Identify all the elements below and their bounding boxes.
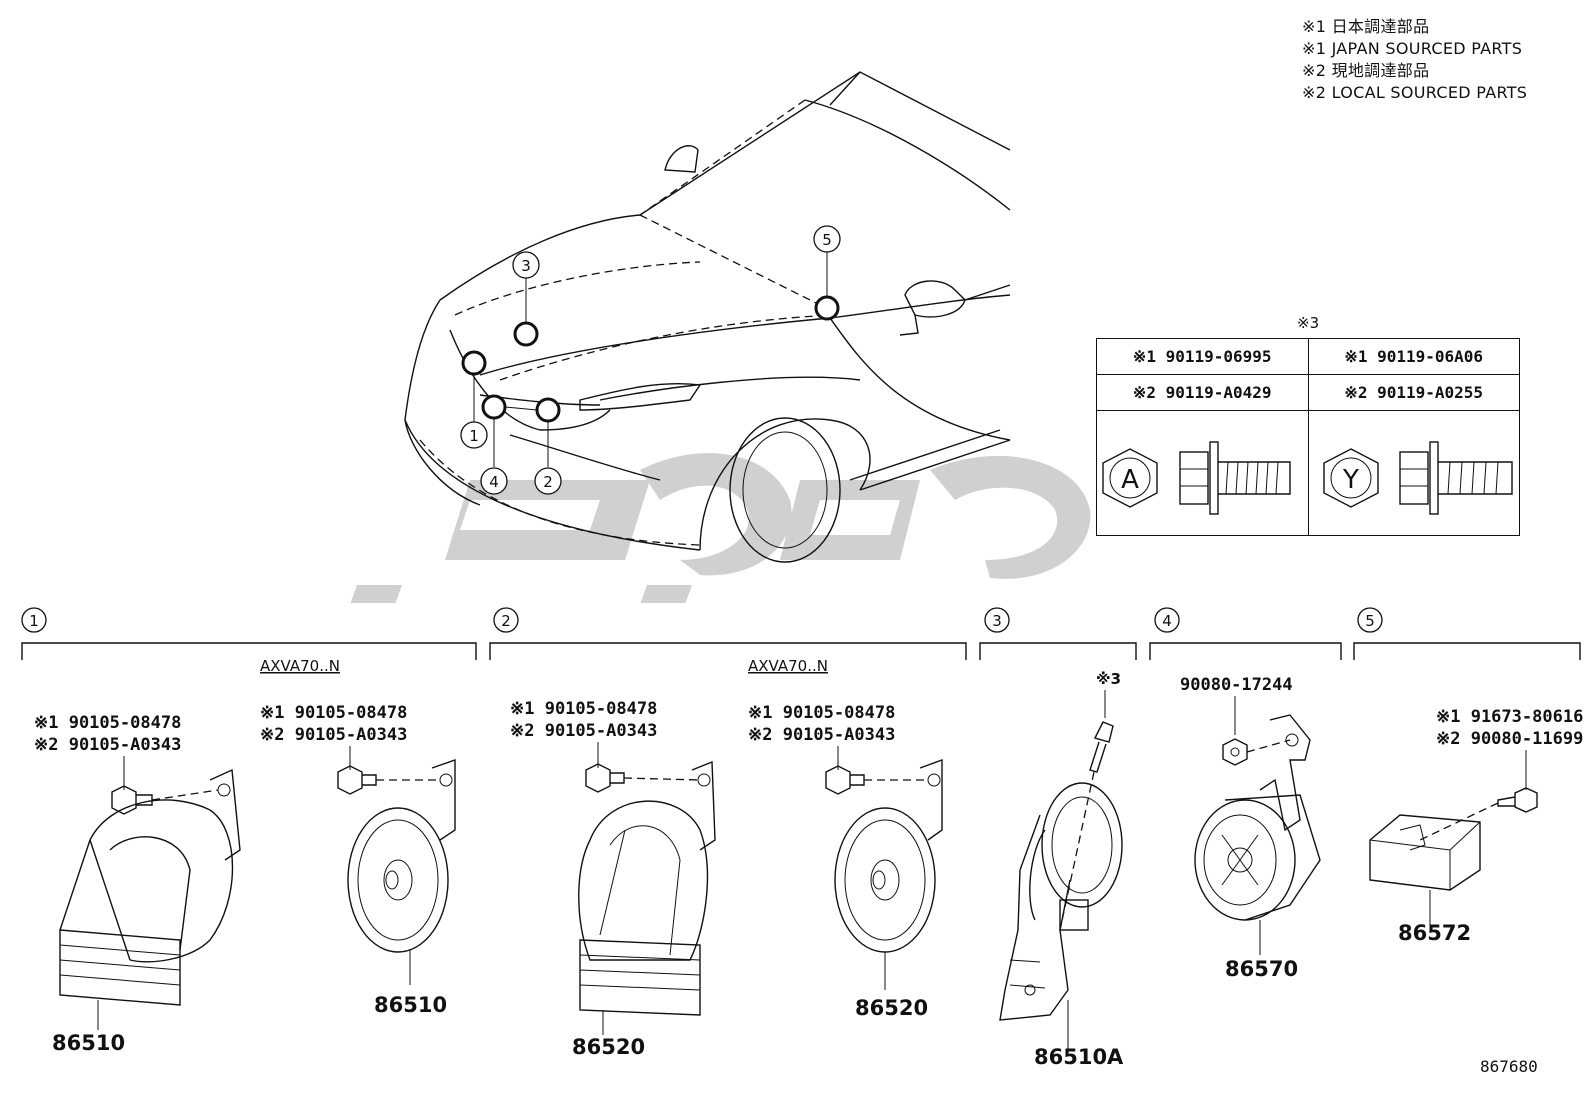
- s5-part-number: 86572: [1398, 921, 1471, 945]
- s1a-bolt-2: ※2 90105-A0343: [34, 735, 181, 755]
- ref-col2-image: [1307, 410, 1520, 536]
- s2a-part-number: 86520: [572, 1035, 645, 1059]
- callout-4: 4: [489, 473, 499, 491]
- hex-bolt-icon: [1514, 787, 1538, 813]
- watermark-logo: [350, 453, 1091, 603]
- fastener-ref-table: ※1 90119-06995 ※1 90119-06A06 ※2 90119-A…: [1096, 338, 1520, 536]
- ref-col1-row2: ※2 90119-A0429: [1096, 374, 1309, 411]
- s2b-part-number: 86520: [855, 996, 928, 1020]
- section-1-variant: AXVA70..N: [260, 657, 340, 675]
- hex-bolt-icon: [825, 765, 851, 795]
- s2b-bolt-1: ※1 90105-08478: [748, 703, 895, 723]
- s2a-bolt-2: ※2 90105-A0343: [510, 721, 657, 741]
- section-number-1: 1: [29, 612, 39, 630]
- horn-icon: [89, 799, 234, 963]
- horn-86510a-bracket: ※3 86510A: [999, 670, 1124, 1069]
- horn-86570: 90080-17244 86570: [1180, 675, 1321, 981]
- module-icon: [1369, 814, 1481, 891]
- bracket-icon: [1259, 714, 1311, 832]
- callout-1: 1: [469, 427, 479, 445]
- note-line-1: ※1 日本調達部品: [1302, 17, 1430, 36]
- car-callout-markers: 1 2 3 4 5: [460, 225, 841, 495]
- section-2-variant: AXVA70..N: [748, 657, 828, 675]
- horn-86520-trumpet: ※1 90105-08478 ※2 90105-A0343 86520: [510, 699, 716, 1059]
- sourcing-notes: ※1 日本調達部品 ※1 JAPAN SOURCED PARTS ※2 現地調達…: [1302, 16, 1527, 104]
- s4-nut: 90080-17244: [1180, 675, 1293, 695]
- section-number-5: 5: [1365, 612, 1375, 630]
- ref-col1-image: [1096, 410, 1309, 536]
- section-number-4: 4: [1162, 612, 1172, 630]
- s1b-part-number: 86510: [374, 993, 447, 1017]
- horn-icon: [1194, 799, 1296, 921]
- ref-table-header: ※3: [1297, 314, 1320, 332]
- horn-86510-trumpet: ※1 90105-08478 ※2 90105-A0343 86510: [34, 713, 241, 1055]
- s4-part-number: 86570: [1225, 957, 1298, 981]
- horn-icon: [347, 807, 449, 953]
- note-line-2: ※1 JAPAN SOURCED PARTS: [1302, 39, 1523, 58]
- s5-bolt-2: ※2 90080-11699: [1436, 729, 1583, 749]
- s2b-bolt-2: ※2 90105-A0343: [748, 725, 895, 745]
- callout-2: 2: [543, 473, 553, 491]
- s2a-bolt-1: ※1 90105-08478: [510, 699, 657, 719]
- s1b-bolt-1: ※1 90105-08478: [260, 703, 407, 723]
- ref-col1-row1: ※1 90119-06995: [1096, 338, 1309, 375]
- hex-bolt-icon: [1093, 721, 1114, 743]
- horn-86510-disc: ※1 90105-08478 ※2 90105-A0343 86510: [260, 703, 456, 1017]
- s1a-part-number: 86510: [52, 1031, 125, 1055]
- section-number-3: 3: [992, 612, 1002, 630]
- note-line-3: ※2 現地調達部品: [1302, 61, 1430, 80]
- s3-part-number: 86510A: [1034, 1045, 1124, 1069]
- callout-5: 5: [822, 231, 832, 249]
- s1b-bolt-2: ※2 90105-A0343: [260, 725, 407, 745]
- callout-3: 3: [521, 257, 531, 275]
- section-number-2: 2: [501, 612, 511, 630]
- horn-icon: [578, 800, 709, 961]
- module-86572: ※1 91673-80616 ※2 90080-11699 86572: [1369, 707, 1583, 945]
- horn-86520-disc: ※1 90105-08478 ※2 90105-A0343 86520: [748, 703, 943, 1020]
- section-brackets: 1 2 3 4 5 AXVA70..N AXVA70..N: [21, 607, 1581, 675]
- note-line-4: ※2 LOCAL SOURCED PARTS: [1302, 83, 1528, 102]
- hex-bolt-icon: [337, 765, 363, 795]
- illustration-code: 867680: [1480, 1057, 1538, 1076]
- hex-bolt-icon: [585, 763, 611, 793]
- horn-icon: [1041, 782, 1123, 908]
- bracket-icon: [999, 814, 1071, 1021]
- s1a-bolt-1: ※1 90105-08478: [34, 713, 181, 733]
- s5-bolt-1: ※1 91673-80616: [1436, 707, 1583, 727]
- hex-nut-icon: [1222, 738, 1248, 766]
- ref-col2-row1: ※1 90119-06A06: [1307, 338, 1520, 375]
- s3-bolt-ref: ※3: [1096, 670, 1121, 688]
- hex-bolt-icon: [111, 785, 137, 815]
- ref-col2-row2: ※2 90119-A0255: [1307, 374, 1520, 411]
